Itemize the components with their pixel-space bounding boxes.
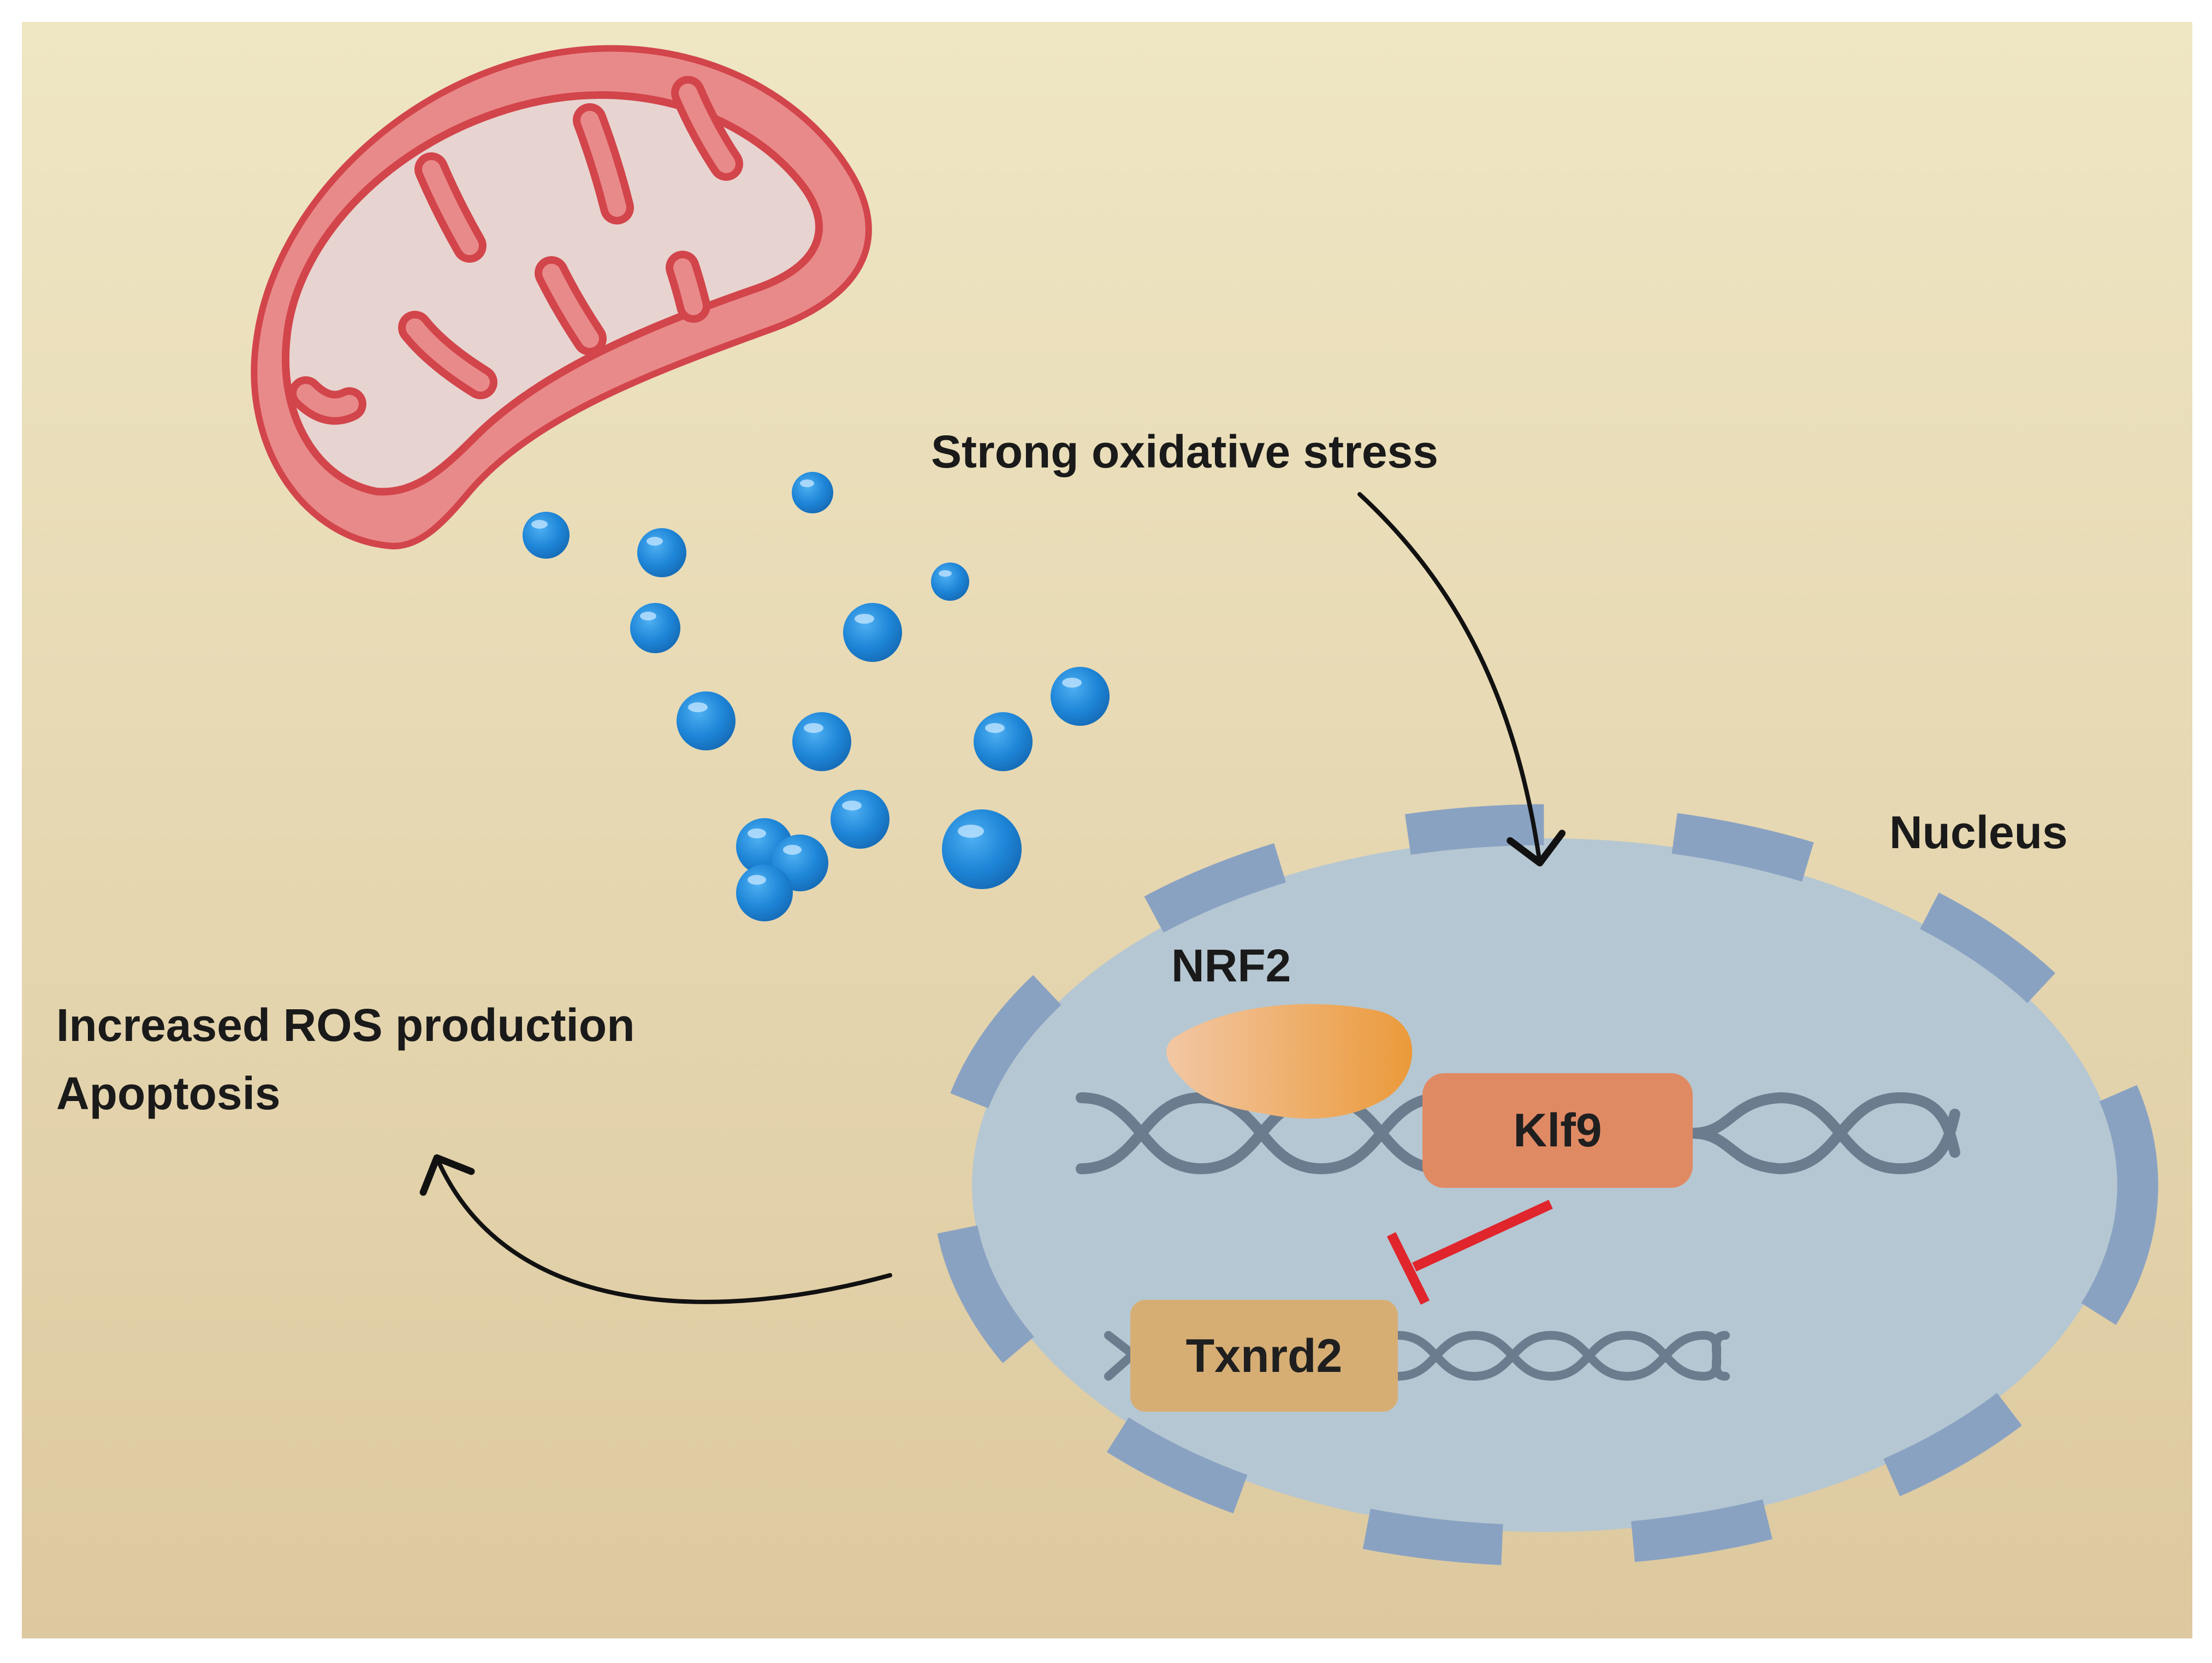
inhibition-arrow-icon bbox=[1386, 1199, 1553, 1305]
stress-label: Strong oxidative stress bbox=[931, 426, 1438, 477]
klf9-label: Klf9 bbox=[1513, 1104, 1602, 1157]
ros-cluster bbox=[523, 472, 1110, 921]
ros-droplet-icon bbox=[1051, 667, 1110, 726]
txnrd2-label: Txnrd2 bbox=[1185, 1329, 1343, 1382]
ros-droplet-icon bbox=[831, 790, 889, 849]
mitochondrion-icon bbox=[251, 45, 872, 550]
ros-droplet-icon bbox=[677, 691, 736, 750]
txnrd2-gene-box bbox=[1130, 1300, 1398, 1412]
nuclear-envelope bbox=[932, 804, 2158, 1566]
outcome-label-line1: Increased ROS production bbox=[56, 999, 635, 1051]
ros-droplet-icon bbox=[637, 528, 686, 577]
ros-droplet-icon bbox=[792, 472, 833, 513]
ros-droplet-icon bbox=[974, 712, 1033, 771]
nucleus-label: Nucleus bbox=[1889, 807, 2068, 858]
ros-droplet-icon bbox=[792, 712, 851, 771]
ros-droplet-icon bbox=[736, 865, 793, 921]
klf9-gene-box bbox=[1422, 1073, 1693, 1188]
outcome-arrow bbox=[419, 1154, 892, 1304]
dna-helix-icon bbox=[1076, 1092, 1960, 1175]
ros-droplet-icon bbox=[523, 512, 570, 559]
outcome-label-line2: Apoptosis bbox=[56, 1068, 281, 1119]
ros-droplet-icon bbox=[843, 603, 902, 662]
ros-droplet-icon bbox=[630, 603, 680, 653]
nrf2-protein-icon bbox=[1166, 1004, 1413, 1119]
stress-arrow bbox=[1357, 492, 1566, 867]
ros-droplet-icon bbox=[931, 563, 969, 601]
nrf2-label: NRF2 bbox=[1171, 940, 1291, 991]
ros-droplet-icon bbox=[942, 809, 1022, 889]
